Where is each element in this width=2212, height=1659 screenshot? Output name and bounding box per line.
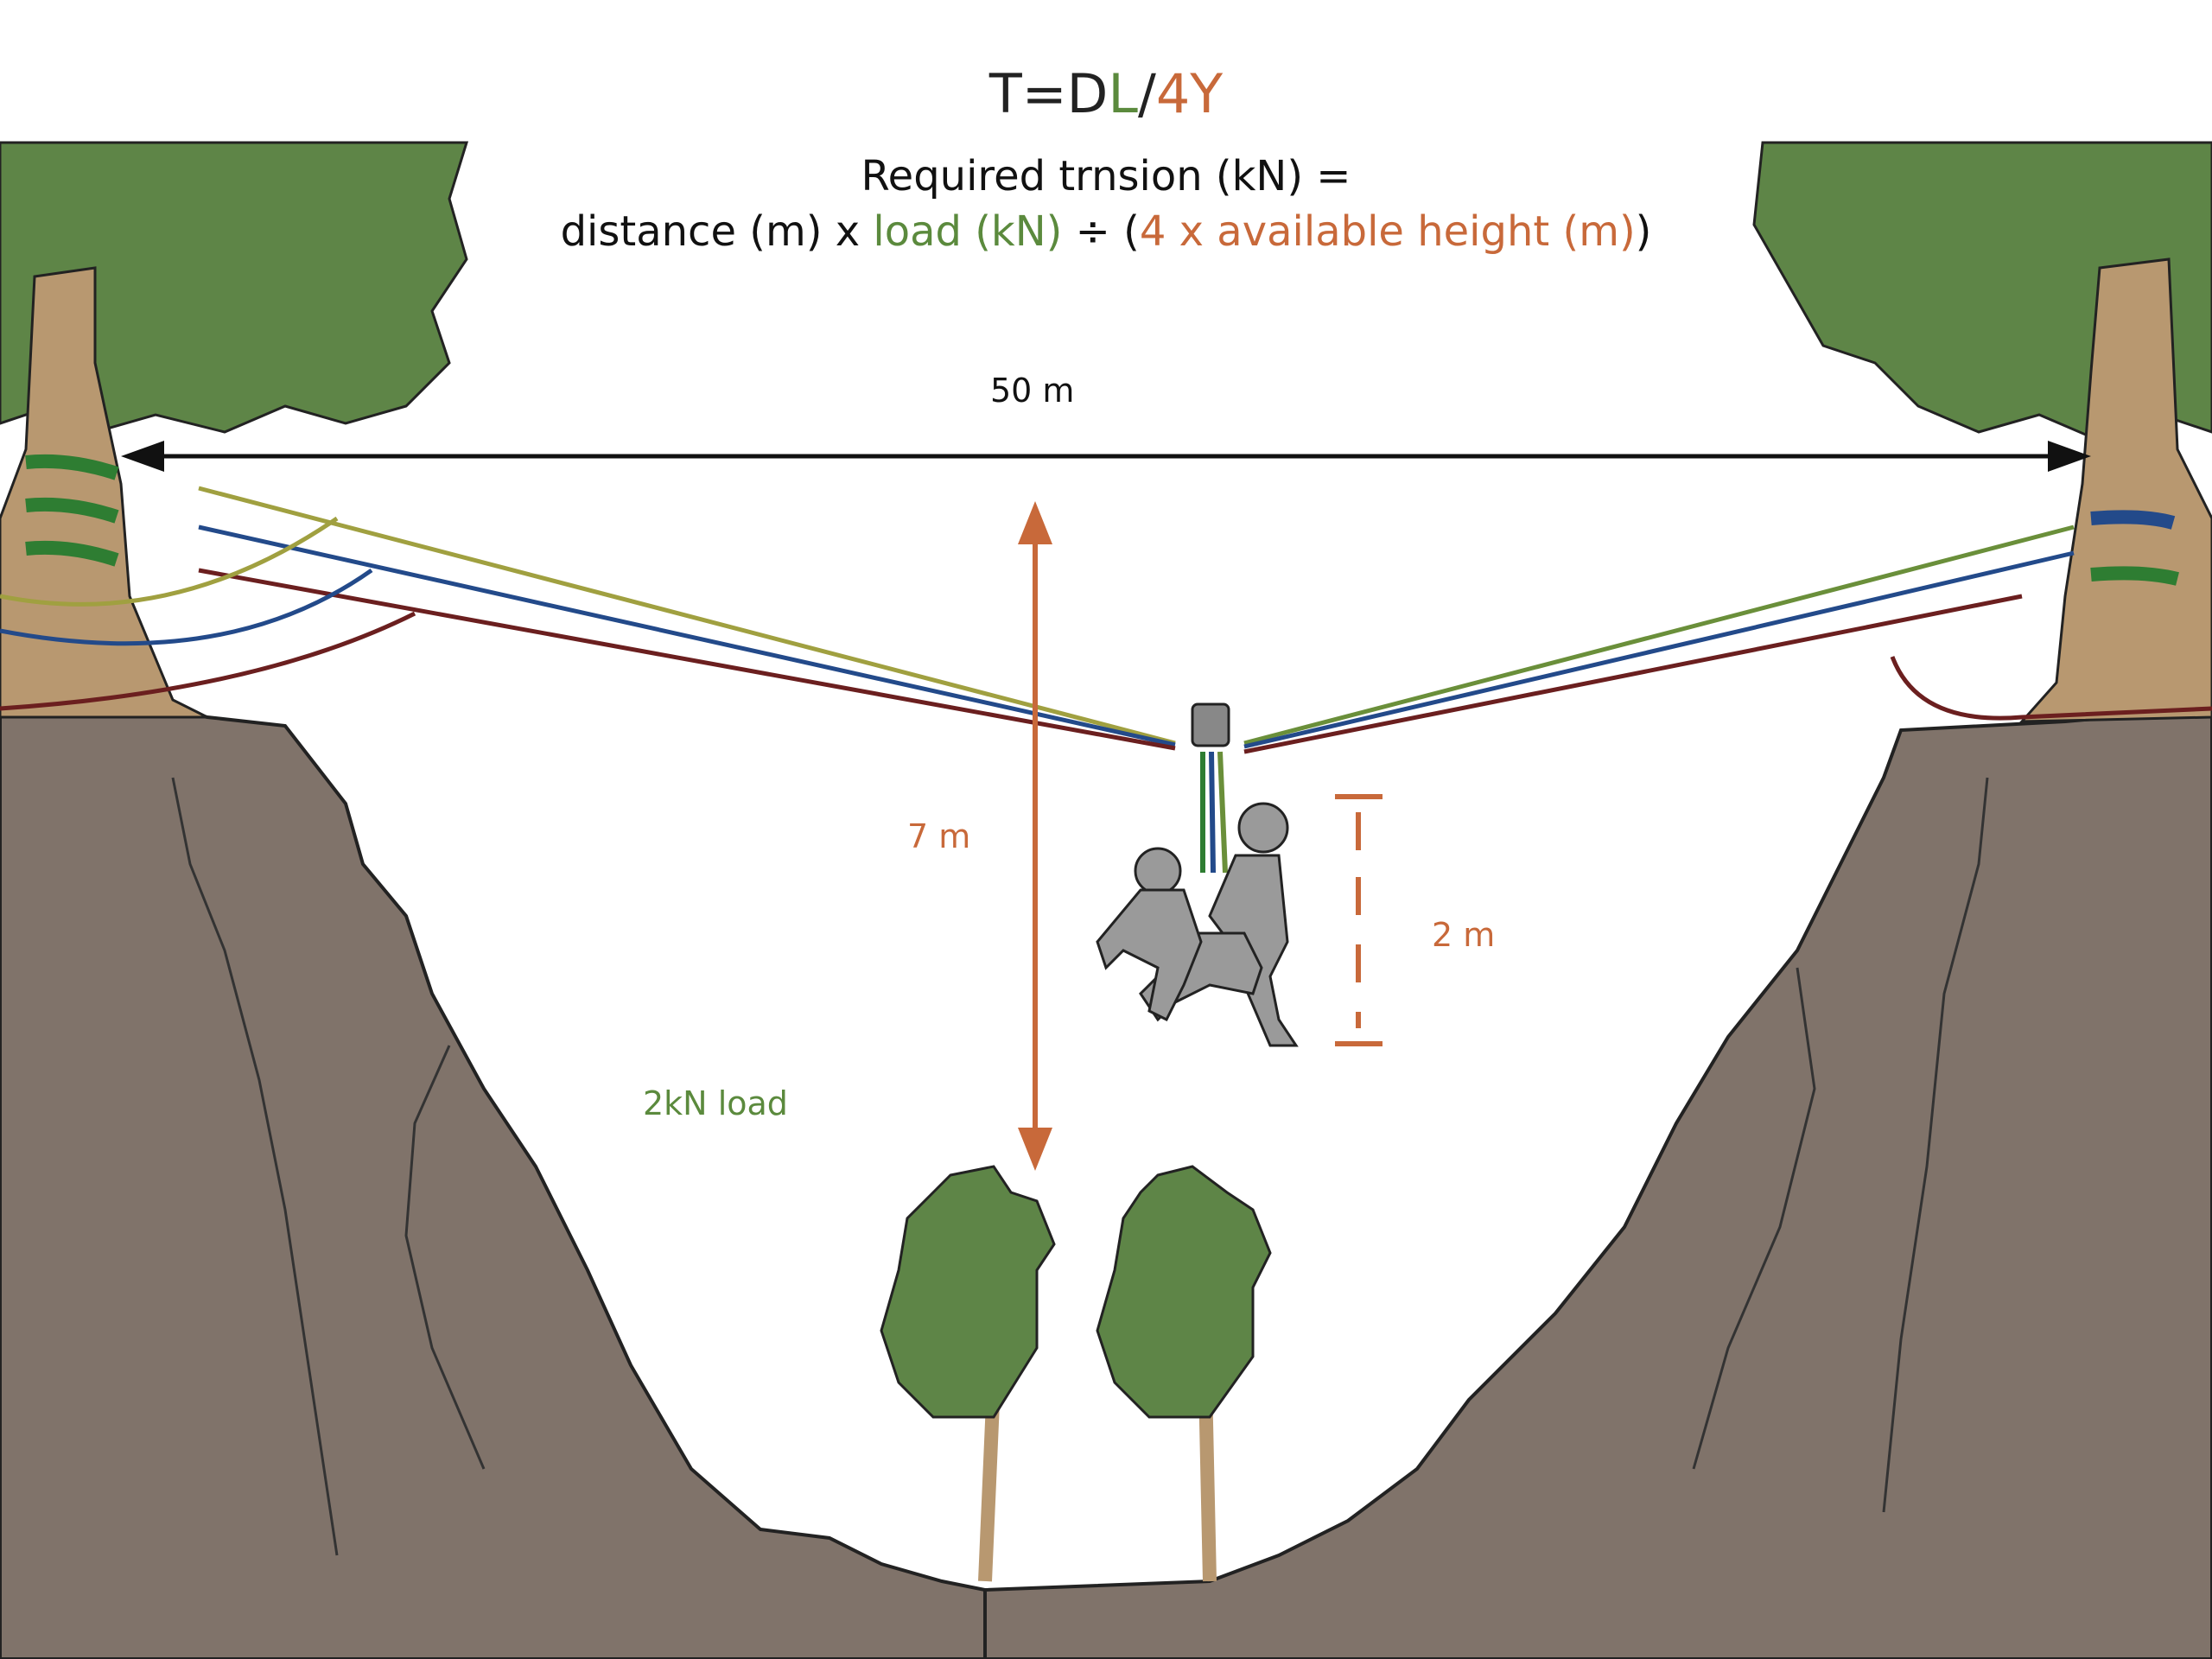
equation-distance: distance (m) x [560, 207, 874, 256]
canyon-tree-left [880, 1165, 1056, 1582]
equation-line-2: distance (m) x load (kN) ÷ (4 x availabl… [0, 207, 2212, 256]
left-cliff-crack [171, 777, 339, 1556]
right-cliff-crack [1882, 777, 1989, 1513]
right-cliff [983, 706, 2212, 1659]
person-height-marker [1335, 794, 1382, 1046]
left-cliff-crack [404, 1045, 486, 1470]
left-cliff [0, 697, 987, 1659]
formula-t: T=D [988, 62, 1109, 125]
person-height-label: 2 m [1432, 916, 1496, 954]
distance-arrow [121, 441, 2091, 472]
formula-y: 4Y [1155, 62, 1224, 125]
right-anchor-slings [2090, 510, 2179, 586]
formula-l: L [1108, 62, 1138, 125]
height-arrow [1018, 501, 1052, 1171]
right-cliff-crack [1692, 967, 1816, 1470]
canyon-tree-right [1096, 1165, 1272, 1582]
height-label: 7 m [907, 817, 971, 855]
right-tree-trunk [2018, 257, 2212, 723]
distance-label: 50 m [990, 372, 1075, 410]
equation-close: ) [1635, 207, 1652, 256]
load-label: 2kN load [643, 1084, 788, 1122]
formula-heading: T=DL/4Y [0, 62, 2212, 125]
pulley [1191, 702, 1230, 747]
equation-height: 4 x available height (m) [1139, 207, 1636, 256]
casualty-figure [1096, 847, 1203, 1022]
left-anchor-slings [25, 454, 119, 567]
equation-line-1: Required trnsion (kN) = [861, 152, 1351, 200]
equation-load: load (kN) [873, 207, 1063, 256]
suspension-lanyards [1200, 751, 1228, 874]
formula-slash: / [1137, 62, 1156, 125]
highline-ropes [0, 486, 2212, 754]
equation-divide: ÷ ( [1062, 207, 1140, 256]
